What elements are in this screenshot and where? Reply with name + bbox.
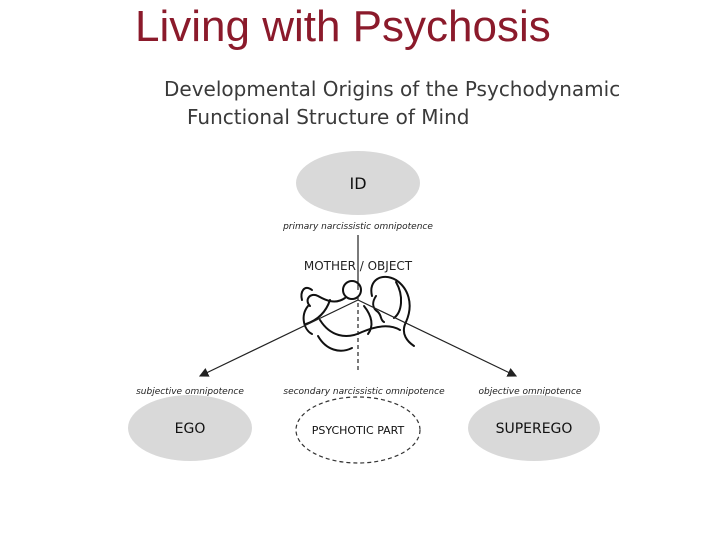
ego-label: EGO: [175, 421, 206, 437]
primary-omnipotence-label: primary narcissistic omnipotence: [282, 222, 433, 232]
secondary-omnipotence-label: secondary narcissistic omnipotence: [283, 387, 445, 397]
objective-omnipotence-label: objective omnipotence: [479, 387, 582, 397]
superego-label: SUPEREGO: [496, 421, 573, 437]
slide-title: Living with Psychosis: [135, 2, 551, 51]
subtitle-line-2: Functional Structure of Mind: [187, 105, 470, 129]
psychotic-part-ellipse: [295, 396, 421, 464]
arrow-to-superego: [357, 299, 518, 377]
subtitle-line-1: Developmental Origins of the Psychodynam…: [164, 77, 621, 101]
superego-ellipse: [468, 395, 600, 461]
mother-object-label: MOTHER / OBJECT: [304, 259, 413, 273]
mother-child-illustration: [300, 275, 415, 352]
arrow-to-ego: [198, 299, 359, 377]
id-label: ID: [349, 174, 366, 193]
subjective-omnipotence-label: subjective omnipotence: [136, 387, 244, 397]
ego-ellipse: [128, 395, 252, 461]
id-ellipse: [296, 151, 420, 215]
psychotic-part-label: PSYCHOTIC PART: [312, 424, 405, 437]
